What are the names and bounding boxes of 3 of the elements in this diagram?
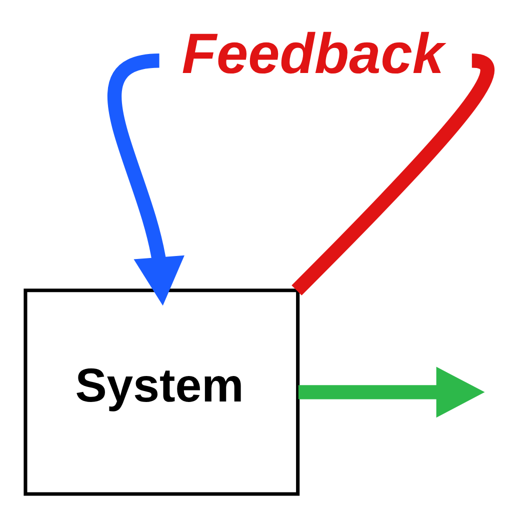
arrow	[298, 366, 484, 418]
connector	[291, 54, 494, 296]
node-box: System	[23, 288, 300, 496]
